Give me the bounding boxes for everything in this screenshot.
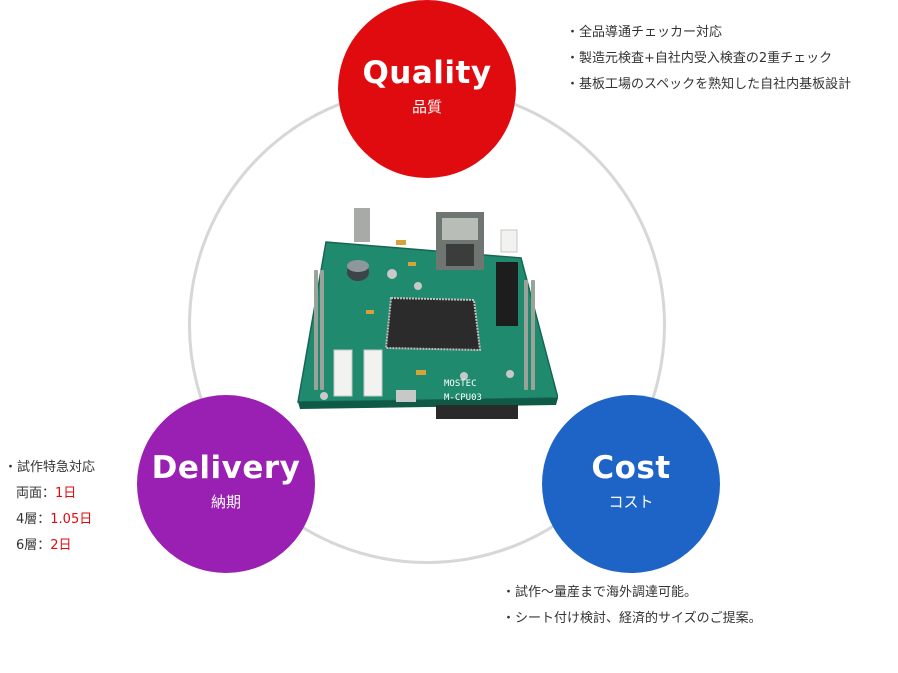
cost-notes: ・試作～量産まで海外調達可能。 ・シート付け検討、経済的サイズのご提案。	[502, 580, 762, 632]
board-model-text: M-CPU03	[444, 393, 482, 403]
quality-note: ・基板工場のスペックを熟知した自社内基板設計	[566, 77, 852, 92]
quality-notes: ・全品導通チェッカー対応 ・製造元検査+自社内受入検査の2重チェック ・基板工場…	[566, 20, 851, 98]
cost-title-en: Cost	[591, 450, 671, 486]
delivery-heading: ・試作特急対応	[4, 460, 96, 475]
delivery-badge: Delivery 納期	[137, 395, 315, 573]
pcb-board-image: MOSTEC M-CPU03	[297, 208, 558, 419]
delivery-item-value: 1日	[55, 486, 77, 501]
quality-title-ja: 品質	[411, 98, 442, 116]
delivery-notes: ・試作特急対応 両面：1日 4層：1.05日 6層：2日	[4, 455, 95, 559]
delivery-item-value: 1.05日	[50, 512, 93, 527]
board-brand-text: MOSTEC	[444, 379, 477, 389]
cost-note: ・シート付け検討、経済的サイズのご提案。	[502, 611, 762, 626]
quality-badge: Quality 品質	[338, 0, 516, 178]
quality-note: ・全品導通チェッカー対応	[566, 25, 723, 40]
delivery-item-label: 6層：	[16, 538, 51, 553]
delivery-title-ja: 納期	[210, 493, 241, 511]
delivery-title-en: Delivery	[151, 450, 301, 486]
quality-title-en: Quality	[362, 55, 492, 91]
delivery-item: 6層：2日	[4, 533, 95, 559]
delivery-item: 両面：1日	[4, 481, 95, 507]
delivery-item-label: 両面：	[16, 486, 56, 501]
delivery-item-value: 2日	[50, 538, 72, 553]
delivery-item: 4層：1.05日	[4, 507, 95, 533]
cost-title-ja: コスト	[608, 493, 654, 511]
cost-badge: Cost コスト	[542, 395, 720, 573]
delivery-item-label: 4層：	[16, 512, 51, 527]
cost-note: ・試作～量産まで海外調達可能。	[502, 585, 698, 600]
quality-note: ・製造元検査+自社内受入検査の2重チェック	[566, 51, 833, 66]
